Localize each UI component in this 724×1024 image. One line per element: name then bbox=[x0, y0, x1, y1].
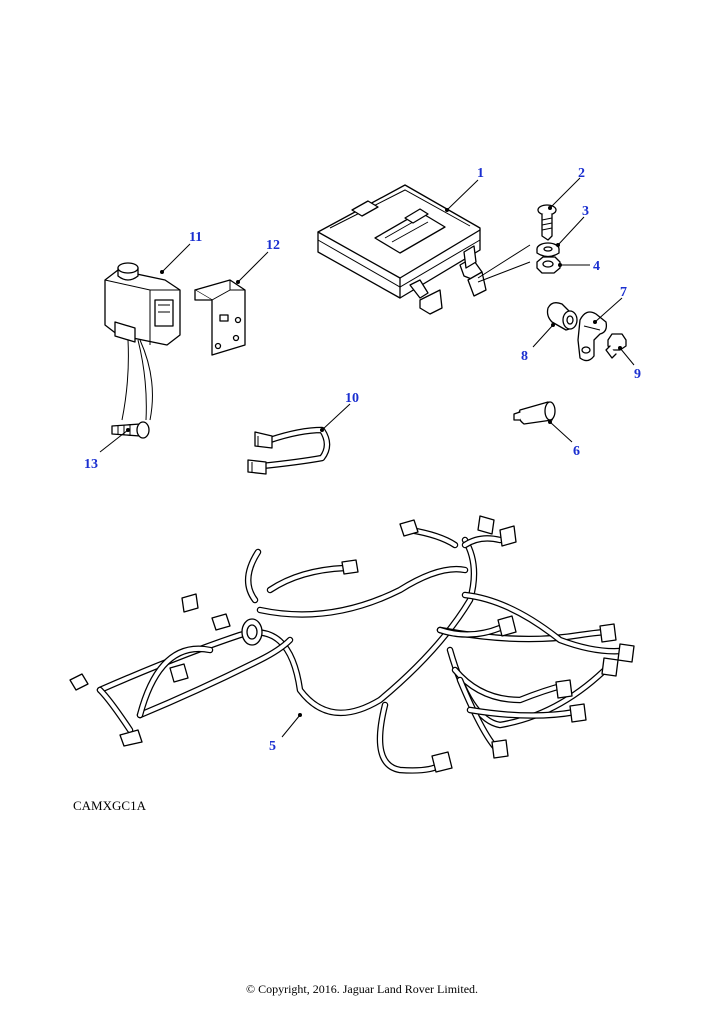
link-lead bbox=[247, 426, 331, 475]
callout-12: 12 bbox=[266, 238, 280, 253]
leader-lines bbox=[99, 177, 635, 738]
callout-4: 4 bbox=[593, 259, 600, 274]
callout-10: 10 bbox=[345, 391, 359, 406]
callout-5: 5 bbox=[269, 739, 276, 754]
callout-11: 11 bbox=[189, 230, 202, 245]
relay-unit bbox=[104, 262, 181, 421]
copyright-notice: © Copyright, 2016. Jaguar Land Rover Lim… bbox=[245, 982, 479, 996]
nut bbox=[536, 256, 561, 274]
grommet bbox=[546, 302, 578, 331]
screw bbox=[537, 204, 557, 241]
bolt-9 bbox=[605, 333, 627, 359]
reference-code: CAMXGC1A bbox=[73, 798, 146, 813]
callout-9: 9 bbox=[634, 367, 641, 382]
callout-labels: 1 2 3 4 5 6 7 8 9 10 11 12 13 bbox=[84, 166, 641, 754]
bolt-13 bbox=[111, 421, 150, 439]
callout-13: 13 bbox=[84, 457, 98, 472]
clip bbox=[577, 311, 608, 362]
callout-1: 1 bbox=[477, 166, 484, 181]
connector-plug bbox=[513, 401, 556, 425]
control-module bbox=[317, 184, 487, 315]
washer bbox=[536, 242, 560, 258]
callout-7: 7 bbox=[620, 285, 627, 300]
callout-8: 8 bbox=[521, 349, 528, 364]
callout-2: 2 bbox=[578, 166, 585, 181]
wiring-harness bbox=[69, 515, 635, 774]
bracket bbox=[194, 279, 246, 356]
callout-6: 6 bbox=[573, 444, 580, 459]
callout-3: 3 bbox=[582, 204, 589, 219]
